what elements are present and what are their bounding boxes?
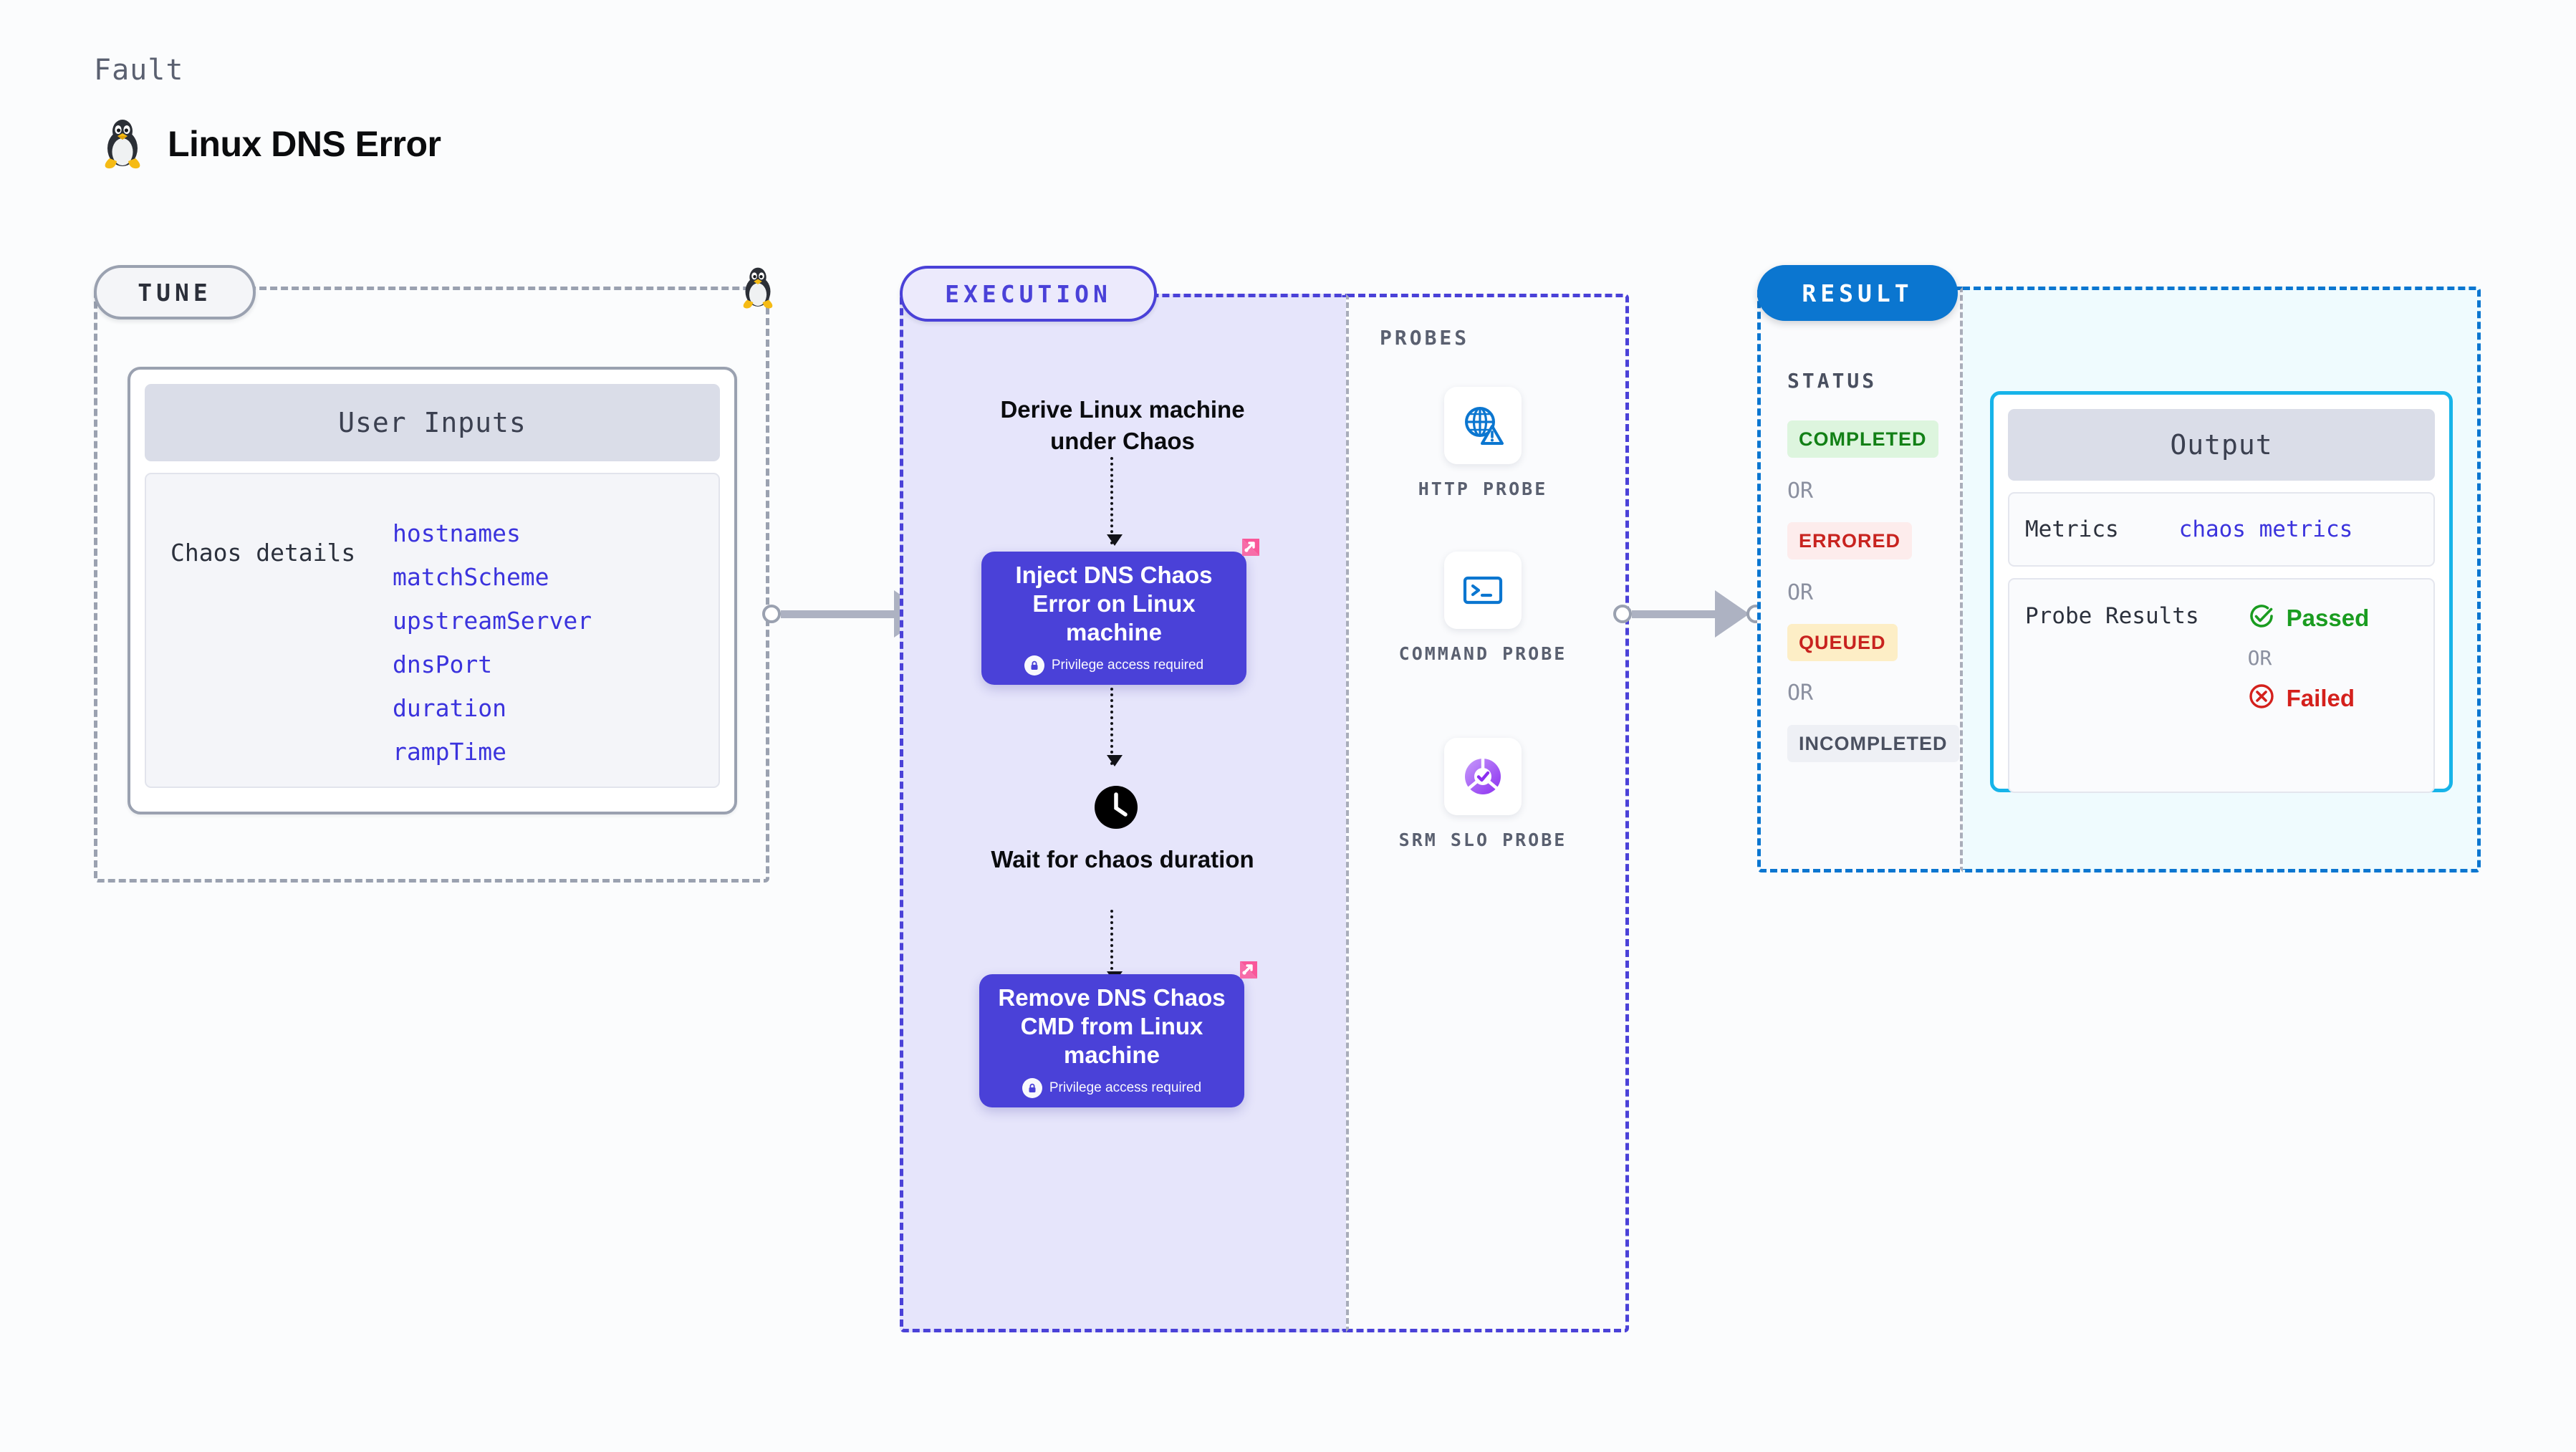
status-or-label: OR: [1787, 580, 1814, 605]
fault-eyebrow-label: Fault: [94, 54, 184, 87]
status-badge-completed: COMPLETED: [1787, 420, 1938, 458]
output-title: Output: [2008, 409, 2435, 481]
chaos-parameter-list: hostnames matchScheme upstreamServer dns…: [393, 499, 592, 787]
probe-item-srm-slo[interactable]: SRM SLO PROBE: [1397, 738, 1569, 852]
flow-arrow-down-icon: [1107, 457, 1123, 546]
connector-dot-start: [1613, 605, 1632, 623]
parameter-ramptime[interactable]: rampTime: [393, 738, 506, 766]
inject-node-note: Privilege access required: [1024, 655, 1204, 676]
inject-chaos-node[interactable]: Inject DNS Chaos Error on Linux machine …: [981, 539, 1259, 685]
output-metrics-row: Metrics chaos metrics: [2008, 492, 2435, 567]
chaos-badge-icon: [1225, 537, 1261, 575]
lock-icon: [1022, 1078, 1042, 1099]
probe-result-passed-label: Passed: [2286, 604, 2370, 631]
check-circle-icon: [2248, 602, 2275, 633]
derive-step-label: Derive Linux machine under Chaos: [1000, 396, 1245, 454]
status-badge-errored: ERRORED: [1787, 522, 1913, 559]
connector-line: [781, 610, 895, 618]
parameter-duration[interactable]: duration: [393, 694, 506, 722]
result-phase-pill[interactable]: RESULT: [1757, 265, 1958, 321]
status-title: STATUS: [1787, 369, 1878, 393]
flow-arrow-down-icon: [1107, 910, 1123, 983]
connector-execution-to-result: [1613, 590, 1765, 638]
probe-result-or-label: OR: [2247, 646, 2272, 670]
slo-check-icon: [1444, 738, 1522, 815]
flow-arrow-down-icon: [1107, 688, 1123, 766]
fault-title-row: Linux DNS Error: [100, 118, 441, 170]
user-inputs-card: User Inputs Chaos details hostnames matc…: [128, 367, 737, 814]
tune-linux-penguin-icon: [739, 266, 777, 313]
status-or-label: OR: [1787, 479, 1814, 504]
connector-line: [1632, 610, 1716, 618]
probe-label-http: HTTP PROBE: [1418, 479, 1548, 499]
connector-dot-start: [762, 605, 781, 623]
clock-icon: [1094, 785, 1138, 830]
metrics-value-link[interactable]: chaos metrics: [2178, 516, 2353, 542]
parameter-matchscheme[interactable]: matchScheme: [393, 563, 549, 591]
probes-title: PROBES: [1380, 326, 1470, 350]
status-badge-incompleted: INCOMPLETED: [1787, 725, 1959, 762]
result-status-container: [1757, 287, 1963, 872]
probe-result-passed: Passed: [2248, 602, 2370, 633]
output-probe-results-row: Probe Results Passed OR: [2008, 578, 2435, 793]
parameter-upstreamserver[interactable]: upstreamServer: [393, 607, 592, 635]
terminal-icon: [1444, 552, 1522, 629]
parameter-hostnames[interactable]: hostnames: [393, 519, 521, 547]
execution-phase-pill[interactable]: EXECUTION: [900, 266, 1157, 322]
remove-node-note-label: Privilege access required: [1049, 1080, 1202, 1096]
probe-label-srm-slo: SRM SLO PROBE: [1398, 830, 1567, 850]
metrics-key-label: Metrics: [2025, 516, 2119, 542]
probe-label-command: COMMAND PROBE: [1398, 643, 1567, 664]
probe-results-key-label: Probe Results: [2025, 603, 2199, 629]
parameter-dnsport[interactable]: dnsPort: [393, 650, 493, 678]
inject-node-note-label: Privilege access required: [1051, 658, 1204, 673]
tune-phase-pill[interactable]: TUNE: [94, 265, 256, 319]
chaos-details-panel: Chaos details hostnames matchScheme upst…: [145, 473, 720, 788]
remove-node-note: Privilege access required: [1022, 1078, 1202, 1099]
connector-arrowhead-icon: [1715, 590, 1749, 638]
status-badge-queued: QUEUED: [1787, 624, 1898, 661]
probe-item-http[interactable]: HTTP PROBE: [1397, 387, 1569, 501]
probe-results-values: Passed OR Failed: [2248, 602, 2370, 792]
user-inputs-title: User Inputs: [145, 384, 720, 461]
linux-penguin-icon: [100, 118, 145, 170]
chaos-badge-icon: [1223, 960, 1259, 998]
lock-icon: [1024, 655, 1044, 676]
wait-step-label: Wait for chaos duration: [991, 846, 1254, 872]
page-title: Linux DNS Error: [168, 124, 441, 164]
globe-warning-icon: [1444, 387, 1522, 464]
output-card: Output Metrics chaos metrics Probe Resul…: [1990, 391, 2453, 793]
probe-result-failed-label: Failed: [2286, 684, 2355, 711]
inject-node-title: Inject DNS Chaos Error on Linux machine: [1015, 561, 1213, 646]
remove-node-title: Remove DNS Chaos CMD from Linux machine: [998, 984, 1226, 1069]
remove-chaos-node[interactable]: Remove DNS Chaos CMD from Linux machine …: [979, 961, 1257, 1107]
status-or-label: OR: [1787, 681, 1814, 706]
x-circle-icon: [2248, 683, 2275, 713]
probe-item-command[interactable]: COMMAND PROBE: [1397, 552, 1569, 666]
probe-result-failed: Failed: [2248, 683, 2370, 713]
chaos-details-label: Chaos details: [170, 539, 356, 567]
tune-phase-container: [94, 287, 769, 883]
